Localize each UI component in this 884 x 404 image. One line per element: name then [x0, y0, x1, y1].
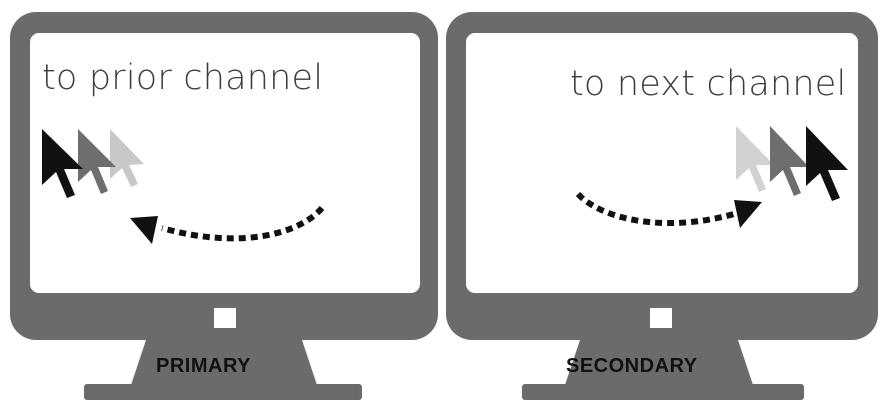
cursor-dark-gray-icon [770, 126, 809, 196]
arrowhead-left-icon [130, 216, 158, 244]
monitor-screen [466, 33, 858, 293]
cursor-light-gray-icon [110, 129, 144, 187]
primary-monitor-graphic [10, 12, 438, 400]
cursor-dark-gray-icon [78, 129, 116, 194]
dotted-arrow-left [161, 205, 325, 242]
primary-monitor: to prior channel PRIMARY [0, 0, 440, 404]
monitor-stand-neck [130, 328, 318, 388]
monitor-screen [30, 33, 420, 293]
primary-label: PRIMARY [156, 355, 251, 377]
cursor-light-gray-icon [736, 126, 774, 192]
power-button-icon [650, 308, 672, 328]
arrowhead-right-icon [734, 200, 762, 228]
secondary-monitor-graphic [446, 12, 878, 400]
screen-text-secondary: to next channel [570, 64, 847, 104]
power-button-icon [214, 308, 236, 328]
dotted-arrow-right [575, 191, 735, 226]
secondary-label: SECONDARY [566, 355, 698, 377]
monitor-stand-neck [564, 328, 754, 388]
screen-text-primary: to prior channel [42, 58, 324, 98]
cursor-black-icon [806, 126, 848, 201]
secondary-monitor: to next channel SECONDARY [444, 0, 884, 404]
cursor-black-icon [42, 129, 83, 198]
